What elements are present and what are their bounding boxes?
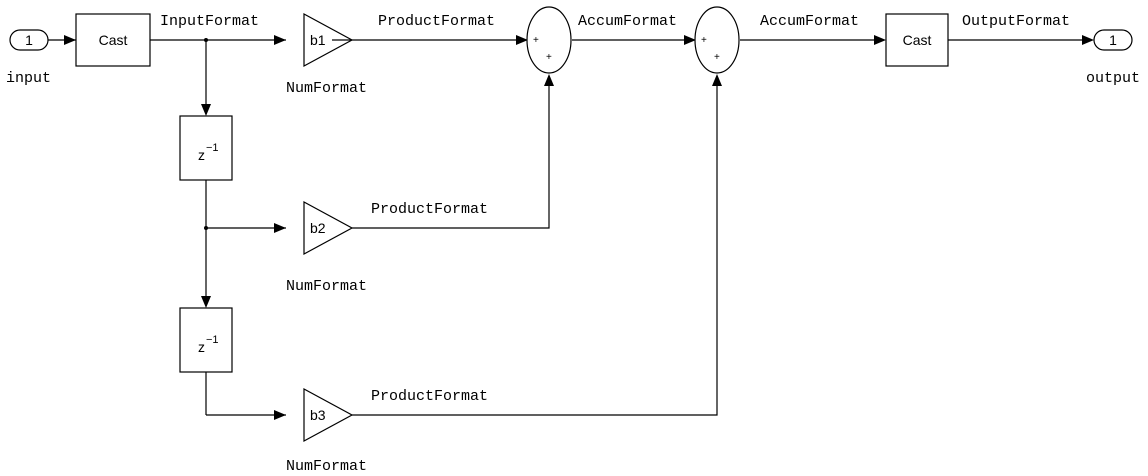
inport-shape	[9, 29, 49, 51]
delay-2-shape	[179, 307, 233, 373]
arrowhead-icon	[274, 223, 286, 233]
sum-2-block[interactable]: + +	[694, 6, 740, 74]
outport-number: 1	[1109, 32, 1117, 48]
delay-1-expression: z−1	[198, 142, 219, 163]
sum-1-block[interactable]: + +	[526, 6, 572, 74]
arrowhead-icon	[516, 35, 528, 45]
cast-output-shape	[885, 13, 949, 67]
gain-b1-param: NumFormat	[286, 80, 367, 97]
gain-b1-label: b1	[310, 32, 326, 48]
arrowhead-icon	[544, 74, 554, 86]
signal-label-product-format-2: ProductFormat	[371, 201, 488, 218]
gain-b1-shape	[303, 12, 354, 68]
signal-label-accum-format-1: AccumFormat	[578, 13, 677, 30]
signal-label-input-format: InputFormat	[160, 13, 259, 30]
outport-label: output	[1086, 70, 1140, 87]
signal-label-output-format: OutputFormat	[962, 13, 1070, 30]
arrowhead-icon	[64, 35, 76, 45]
arrowhead-icon	[874, 35, 886, 45]
inport-number: 1	[25, 32, 33, 48]
wire-b3-to-sum2	[352, 86, 718, 416]
inport-label: input	[6, 70, 51, 87]
sum-2-shape	[694, 6, 740, 74]
gain-b2-shape	[303, 200, 354, 256]
arrowhead-icon	[274, 410, 286, 420]
signal-label-product-format-1: ProductFormat	[378, 13, 495, 30]
delay-2-exponent: −1	[206, 334, 219, 346]
delay-1-exponent: −1	[206, 142, 219, 154]
gain-b3-label: b3	[310, 407, 326, 423]
cast-output-label: Cast	[903, 32, 932, 48]
delay-1-shape	[179, 115, 233, 181]
sum-1-shape	[526, 6, 572, 74]
arrowhead-icon	[201, 296, 211, 308]
arrowheads	[64, 35, 1094, 420]
gain-b3-block[interactable]: b3	[303, 387, 354, 443]
gain-b2-param: NumFormat	[286, 278, 367, 295]
inport-block[interactable]: 1	[9, 29, 49, 51]
branch-point	[204, 38, 208, 42]
branch-point	[204, 226, 208, 230]
gain-b3-param: NumFormat	[286, 458, 367, 475]
wire-b2-to-sum1	[352, 86, 550, 229]
gain-b2-label: b2	[310, 220, 326, 236]
delay-2-base: z	[198, 339, 205, 355]
arrowhead-icon	[684, 35, 696, 45]
delay-2-expression: z−1	[198, 334, 219, 355]
sum-1-sign-bottom: +	[546, 52, 552, 63]
cast-input-block[interactable]: Cast	[75, 13, 151, 67]
sum-2-sign-bottom: +	[714, 52, 720, 63]
arrowhead-icon	[201, 104, 211, 116]
delay-1-base: z	[198, 147, 205, 163]
gain-b1-block[interactable]: b1	[303, 12, 354, 68]
cast-input-label: Cast	[99, 32, 128, 48]
gain-b2-block[interactable]: b2	[303, 200, 354, 256]
outport-block[interactable]: 1	[1093, 29, 1133, 51]
gain-b3-shape	[303, 387, 354, 443]
delay-1-block[interactable]: z−1	[179, 115, 233, 181]
sum-2-sign-left: +	[701, 35, 707, 46]
signal-label-accum-format-2: AccumFormat	[760, 13, 859, 30]
arrowhead-icon	[274, 35, 286, 45]
arrowhead-icon	[1082, 35, 1094, 45]
cast-output-block[interactable]: Cast	[885, 13, 949, 67]
signal-lines	[48, 39, 1082, 416]
sum-1-sign-left: +	[533, 35, 539, 46]
cast-input-shape	[75, 13, 151, 67]
delay-2-block[interactable]: z−1	[179, 307, 233, 373]
arrowhead-icon	[712, 74, 722, 86]
outport-shape	[1093, 29, 1133, 51]
signal-label-product-format-3: ProductFormat	[371, 388, 488, 405]
